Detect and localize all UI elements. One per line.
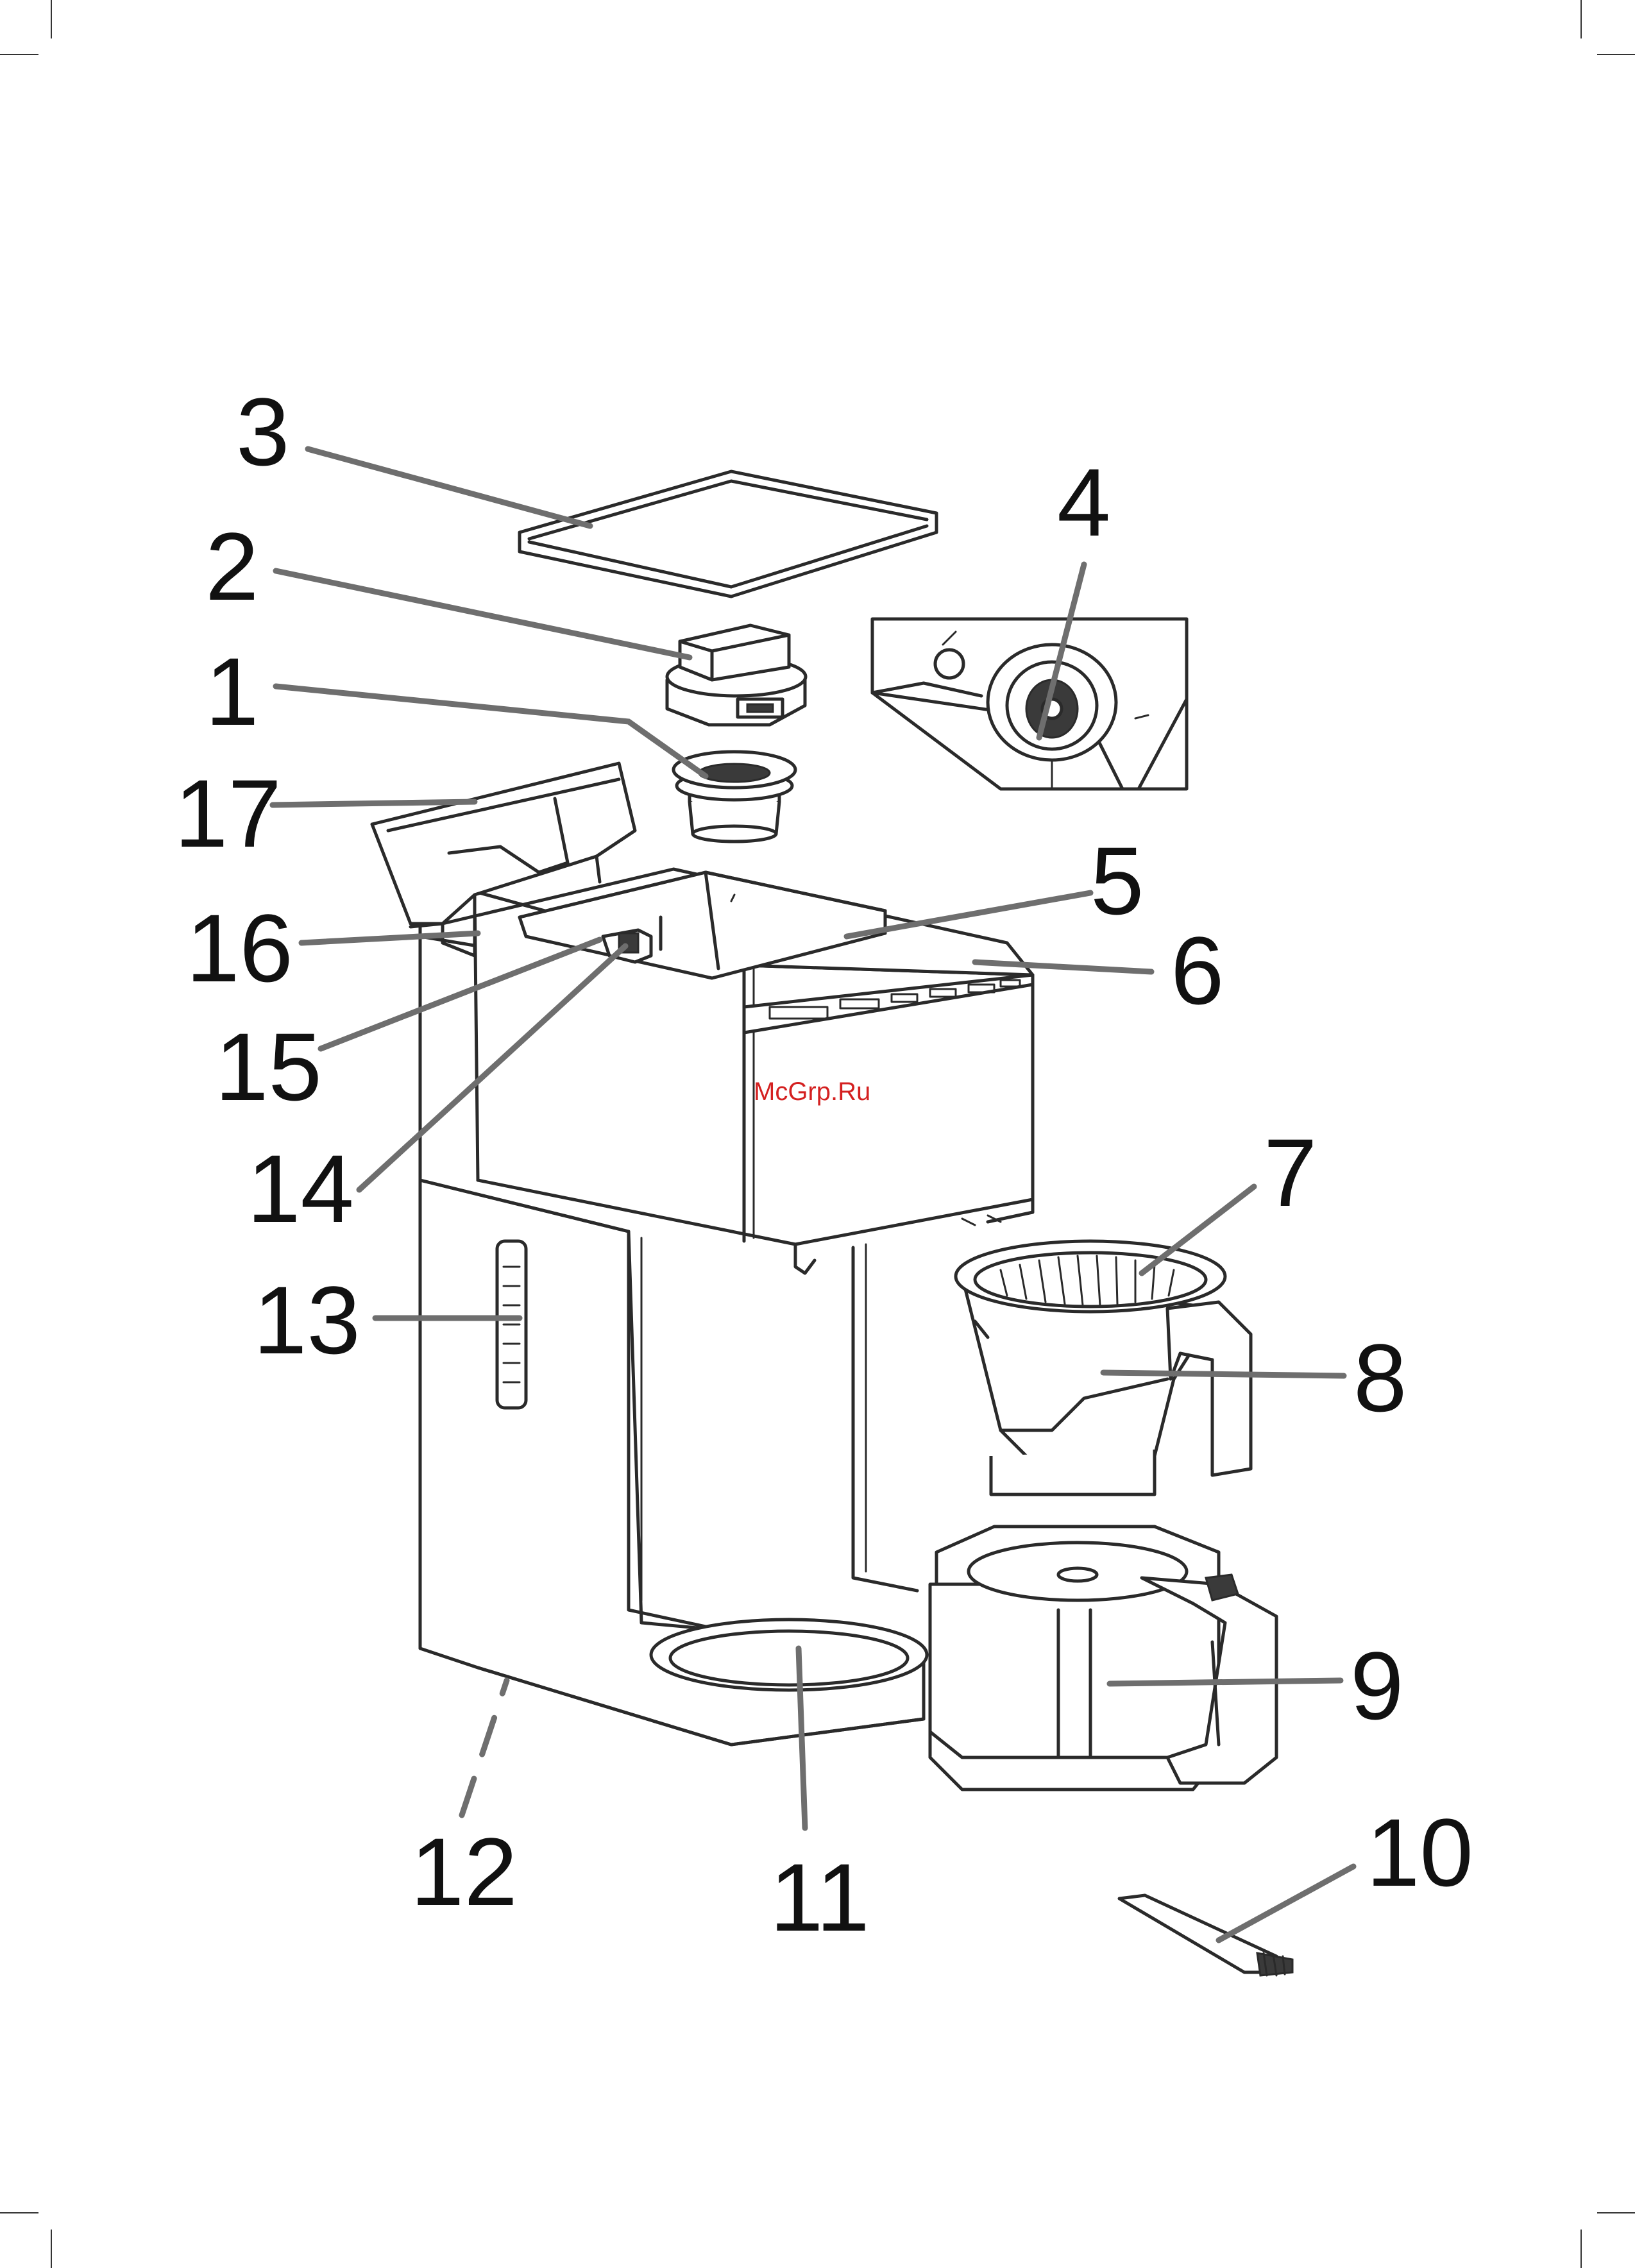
label-13: 13 [253, 1266, 360, 1374]
label-5: 5 [1090, 827, 1144, 935]
label-2: 2 [205, 512, 258, 620]
leader-17 [273, 802, 475, 805]
leader-2 [276, 571, 690, 657]
label-7: 7 [1264, 1119, 1317, 1226]
label-14: 14 [247, 1135, 354, 1242]
label-9: 9 [1350, 1632, 1403, 1739]
part-11-warming-plate [651, 1620, 927, 1690]
leader-8 [1103, 1373, 1344, 1376]
leader-3 [308, 449, 590, 526]
label-6: 6 [1171, 917, 1224, 1024]
label-11: 11 [770, 1843, 870, 1951]
label-16: 16 [186, 894, 293, 1002]
label-10: 10 [1366, 1798, 1473, 1906]
part-3-hopper-lid [520, 471, 936, 597]
part-2-grinder-ring [667, 625, 806, 725]
label-1: 1 [205, 638, 258, 745]
part-9-carafe [930, 1527, 1276, 1790]
label-15: 15 [215, 1013, 322, 1121]
watermark: McGrp.Ru [754, 1078, 870, 1106]
leader-12 [462, 1680, 507, 1815]
part-10-brush [1119, 1895, 1292, 1976]
leader-1 [276, 686, 706, 776]
part-13-water-level-window [497, 1241, 526, 1408]
label-8: 8 [1353, 1324, 1407, 1432]
leader-10 [1219, 1866, 1353, 1940]
label-4: 4 [1057, 448, 1110, 556]
leader-9 [1110, 1680, 1341, 1684]
part-4-detail-inset [872, 619, 1187, 789]
label-3: 3 [236, 378, 289, 486]
label-17: 17 [174, 759, 282, 867]
label-12: 12 [411, 1818, 518, 1925]
part-7-8-filter-holder [956, 1241, 1251, 1494]
